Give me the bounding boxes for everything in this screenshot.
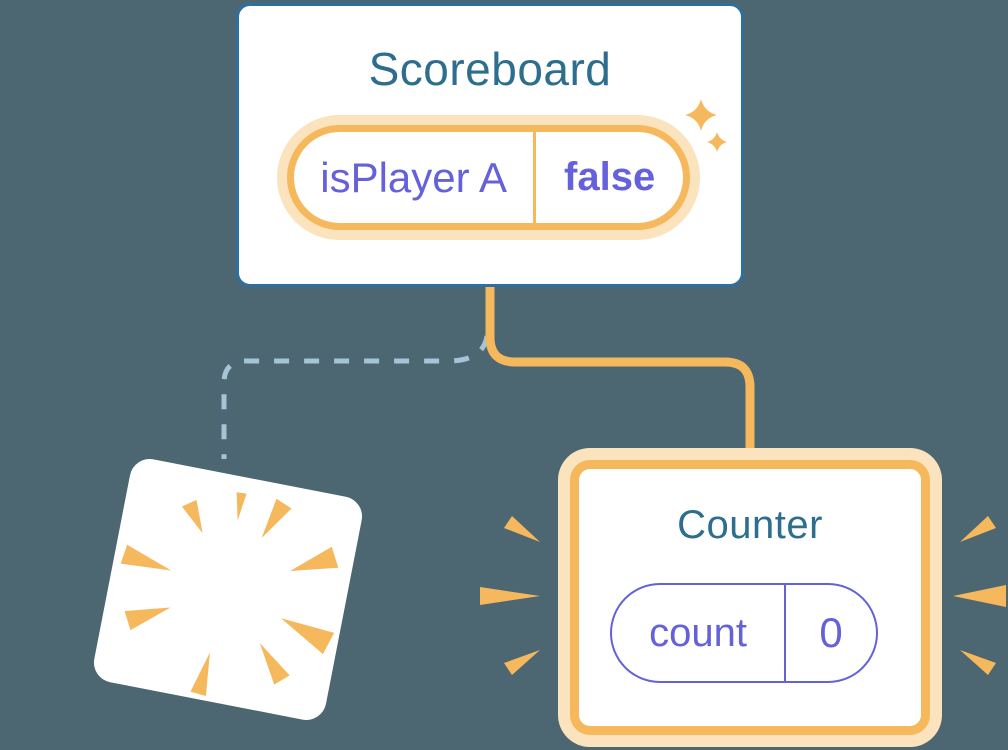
connector-dashed <box>221 335 490 459</box>
emphasis-rays-left-icon <box>480 516 540 675</box>
pill-divider <box>533 132 537 223</box>
state-value: 0 <box>819 609 843 656</box>
state-label: isPlayer A <box>320 153 507 201</box>
state-value: false <box>564 155 656 199</box>
sparkle-icon <box>685 99 727 152</box>
scoreboard-title: Scoreboard <box>368 43 612 95</box>
pill-divider <box>784 585 787 681</box>
connector-solid <box>485 284 755 458</box>
counter-title: Counter <box>677 503 823 547</box>
emphasis-rays-right-icon <box>953 516 1006 675</box>
counter-state-pill: count 0 <box>610 583 878 683</box>
state-label: count <box>649 610 747 655</box>
burst-icon <box>120 491 339 696</box>
scoreboard-state-pill: isPlayer A false <box>287 125 690 230</box>
destroyed-card <box>90 455 366 724</box>
